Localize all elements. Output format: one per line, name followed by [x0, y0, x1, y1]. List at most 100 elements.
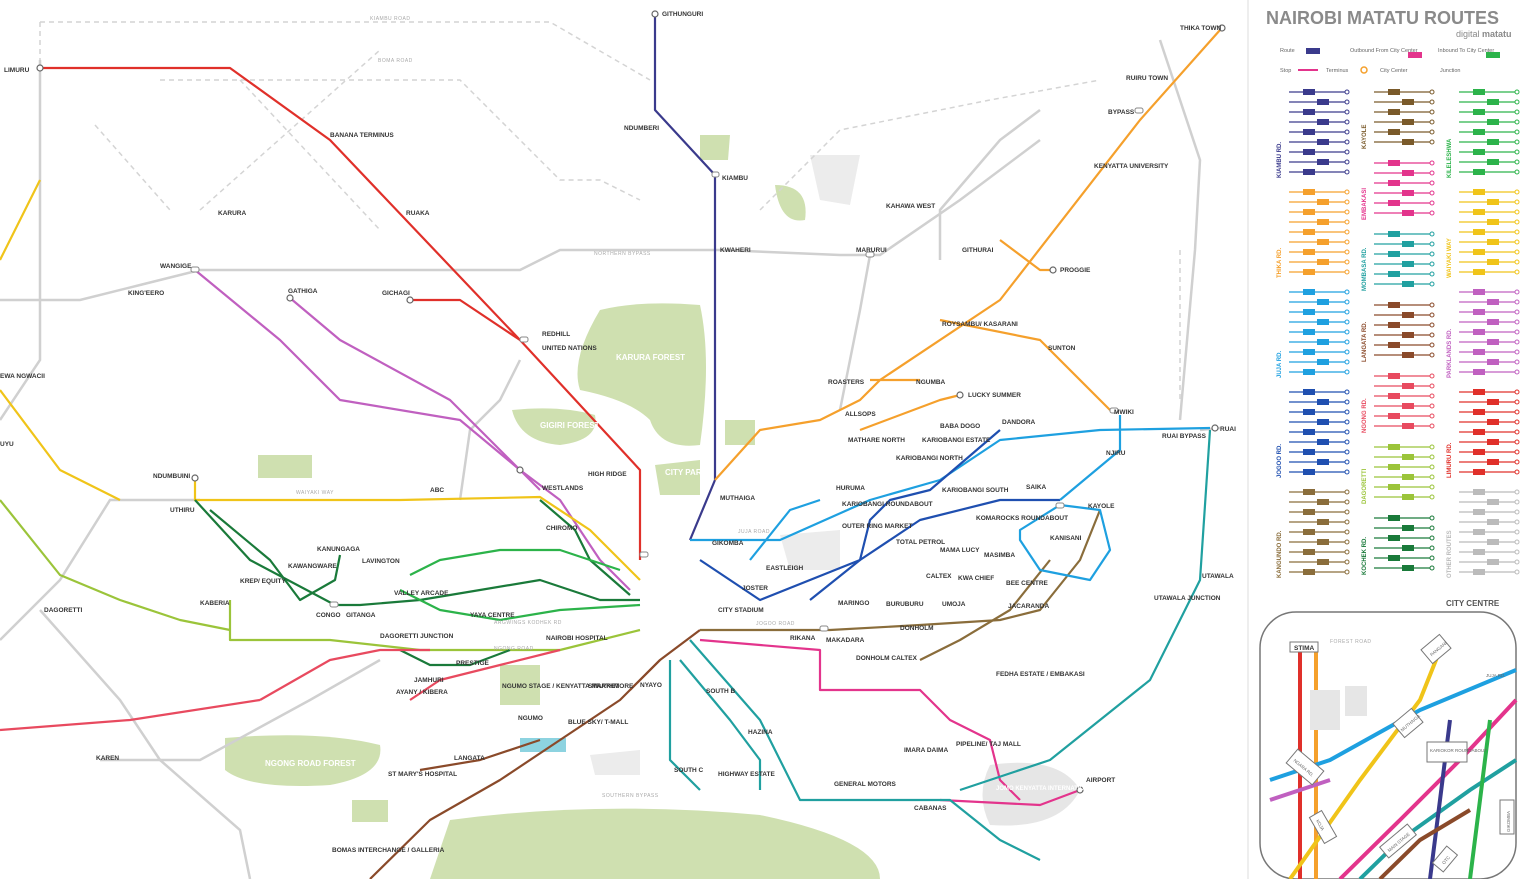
legend-corridor-swatch: [1303, 89, 1315, 95]
stop-markers[interactable]: [190, 107, 1144, 632]
legend-corridor-terminus: [1514, 549, 1520, 555]
inset-routes: [1269, 645, 1518, 881]
label-buruburu: BURUBURU: [886, 601, 924, 608]
legend-corridor-swatch: [1388, 109, 1400, 115]
legend-corridor-terminus: [1344, 399, 1350, 405]
label-gathiga: GATHIGA: [288, 288, 318, 295]
legend-corridor-swatch: [1473, 149, 1485, 155]
legend-corridor-terminus: [1429, 403, 1435, 409]
legend-corridor-terminus: [1514, 239, 1520, 245]
label-kariobangisouth: KARIOBANGI SOUTH: [942, 487, 1009, 494]
inset-otc-box: [1431, 845, 1459, 873]
legend-corridor-terminus: [1514, 399, 1520, 405]
grey-area-1: [810, 155, 860, 205]
legend-corridor-terminus: [1429, 231, 1435, 237]
legend-corridor-swatch: [1388, 160, 1400, 166]
legend-corridor-swatch: [1402, 190, 1414, 196]
legend-corridor-swatch: [1473, 569, 1485, 575]
legend-corridor-swatch: [1473, 269, 1485, 275]
legend-corridor-terminus: [1344, 109, 1350, 115]
terminus-markers[interactable]: [36, 10, 1226, 794]
legend-inbound-swatch: [1486, 52, 1500, 58]
label-githurai: GITHURAI: [962, 247, 994, 254]
legend-corridor-swatch: [1487, 139, 1499, 145]
legend-corridor-terminus: [1514, 219, 1520, 225]
label-gichagi: GICHAGI: [382, 290, 410, 297]
legend-corridor-terminus: [1344, 539, 1350, 545]
legend-corridor-3: JOGOO RD.: [1277, 444, 1283, 478]
legend-corridor-terminus: [1344, 269, 1350, 275]
legend-corridor-terminus: [1514, 169, 1520, 175]
inset-juja-label: JUJA RD.: [1486, 673, 1506, 678]
legend-corridor-swatch: [1402, 312, 1414, 318]
label-gitanga: GITANGA: [346, 612, 376, 619]
legend-corridor-terminus: [1429, 109, 1435, 115]
label-westlands: WESTLANDS: [542, 485, 584, 492]
national-park-area: [430, 808, 880, 879]
legend-corridor-terminus: [1514, 529, 1520, 535]
label-ngumostage: NGUMO STAGE / KENYATTA MARKET: [502, 683, 619, 690]
inset-stima-box: [1289, 641, 1319, 653]
inset-koja-label: KOJA: [1315, 819, 1325, 832]
legend-corridor-swatch: [1473, 509, 1485, 515]
legend-corridor-swatch: [1473, 529, 1485, 535]
legend-corridor-terminus: [1429, 515, 1435, 521]
legend-corridor-terminus: [1429, 99, 1435, 105]
legend-corridor-swatch: [1317, 419, 1329, 425]
road-kiambu: KIAMBU ROAD: [370, 16, 411, 22]
label-imaradaima: IMARA DAIMA: [904, 747, 948, 754]
label-highwayestate: HIGHWAY ESTATE: [718, 771, 775, 778]
legend-inbound-label: Inbound To City Center: [1438, 48, 1494, 54]
label-airport: AIRPORT: [1086, 777, 1115, 784]
legend-corridor-swatch: [1317, 499, 1329, 505]
legend-corridor-swatch: [1402, 494, 1414, 500]
label-ngumba: NGUMBA: [916, 379, 946, 386]
legend-corridor-terminus: [1429, 423, 1435, 429]
legend-corridor-terminus: [1429, 535, 1435, 541]
legend-corridor-terminus: [1514, 89, 1520, 95]
legend-corridor-swatch: [1473, 129, 1485, 135]
label-huruma: HURUMA: [836, 485, 865, 492]
label-masimba: MASIMBA: [984, 552, 1015, 559]
legend-corridor-terminus: [1514, 559, 1520, 565]
road-labels: KIAMBU ROAD BOMA ROAD NORTHERN BYPASS WA…: [296, 16, 794, 799]
legend-corridor-terminus: [1344, 409, 1350, 415]
label-umoja: UMOJA: [942, 601, 966, 608]
legend-corridor-swatch: [1487, 359, 1499, 365]
label-kingeero: KING'EERO: [128, 290, 164, 297]
legend-corridor-swatch: [1388, 200, 1400, 206]
label-kwaheri: KWAHERI: [720, 247, 751, 254]
label-kawangware: KAWANGWARE: [288, 563, 337, 570]
legend-corridor-swatch: [1317, 399, 1329, 405]
legend-corridor-terminus: [1344, 569, 1350, 575]
legend-corridor-swatch: [1303, 549, 1315, 555]
legend-corridor-swatch: [1388, 302, 1400, 308]
legend-corridor-swatch: [1317, 259, 1329, 265]
label-saika: SAIKA: [1026, 484, 1047, 491]
city-centre-inset[interactable]: STIMA FOREST ROAD PANGANI KARIOKOR ROUND…: [1259, 611, 1518, 881]
label-kwachief: KWA CHIEF: [958, 575, 994, 582]
legend-corridor-swatch: [1317, 299, 1329, 305]
label-kariobanginorth: KARIOBANGI NORTH: [896, 455, 963, 462]
legend-corridor-terminus: [1344, 199, 1350, 205]
legend-corridor-swatch: [1388, 89, 1400, 95]
legend-corridor-swatch: [1473, 189, 1485, 195]
label-maringo: MARINGO: [838, 600, 869, 607]
legend-corridor-swatch: [1303, 329, 1315, 335]
legend-corridor-swatch: [1402, 281, 1414, 287]
label-citystadium: CITY STADIUM: [718, 607, 764, 614]
legend-corridor-terminus: [1514, 359, 1520, 365]
label-donholm: DONHOLM: [900, 625, 934, 632]
label-githunguri: GITHUNGURI: [662, 11, 703, 18]
legend-corridor-1: THIKA RD.: [1277, 248, 1283, 278]
legend-corridor-swatch: [1388, 444, 1400, 450]
legend-corridor-swatch: [1473, 289, 1485, 295]
label-southb: SOUTH B: [706, 688, 736, 695]
legend-corridor-swatch: [1317, 99, 1329, 105]
legend-corridor-terminus: [1429, 241, 1435, 247]
brand-prefix: digital: [1456, 29, 1480, 39]
legend-corridor-terminus: [1514, 309, 1520, 315]
label-banana: BANANA TERMINUS: [330, 132, 394, 139]
